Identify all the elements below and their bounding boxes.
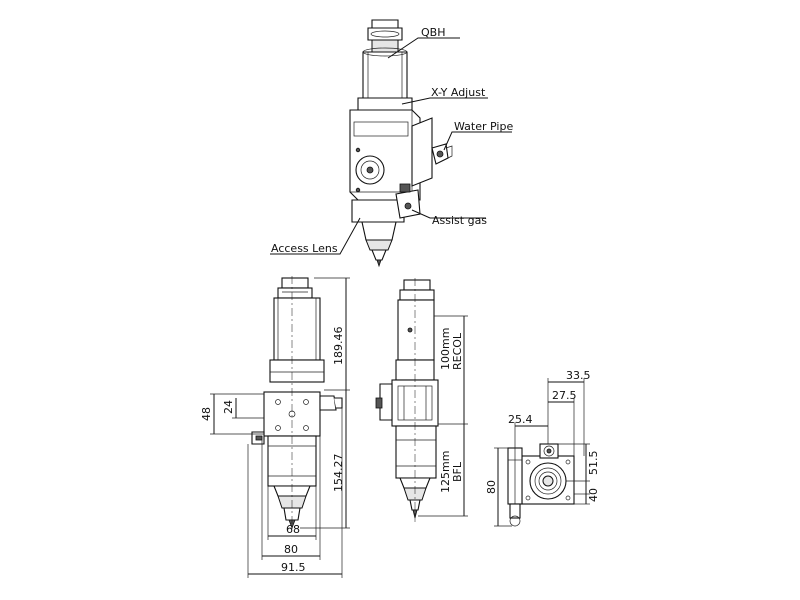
dim-68: 68 (286, 523, 300, 536)
cutting-head-3d-view (270, 19, 512, 268)
dim-24: 24 (222, 400, 235, 414)
top-view (494, 378, 590, 527)
dim-recol-value: 100mm (439, 328, 452, 370)
dim-recol-label: RECOL (451, 332, 464, 370)
dim-25-4: 25.4 (508, 413, 533, 426)
dim-91-5: 91.5 (281, 561, 306, 574)
side-view (375, 278, 468, 522)
dim-bfl-value: 125mm (439, 451, 452, 493)
dim-51-5: 51.5 (587, 451, 600, 476)
dim-bfl-label: BFL (451, 461, 464, 482)
dim-154-27: 154.27 (332, 454, 345, 493)
callout-assist-gas: Assist gas (432, 214, 487, 227)
dim-40: 40 (587, 488, 600, 502)
dim-27-5: 27.5 (552, 389, 577, 402)
callout-qbh: QBH (421, 26, 445, 39)
callout-xy-adjust: X-Y Adjust (431, 86, 486, 99)
dim-48: 48 (200, 407, 213, 421)
callout-water-pipe: Water Pipe (454, 120, 513, 133)
front-view (210, 276, 350, 578)
dim-33-5: 33.5 (566, 369, 591, 382)
dim-80-top: 80 (485, 480, 498, 494)
dim-189-46: 189.46 (332, 327, 345, 366)
dim-80: 80 (284, 543, 298, 556)
callout-access-lens: Access Lens (271, 242, 338, 255)
